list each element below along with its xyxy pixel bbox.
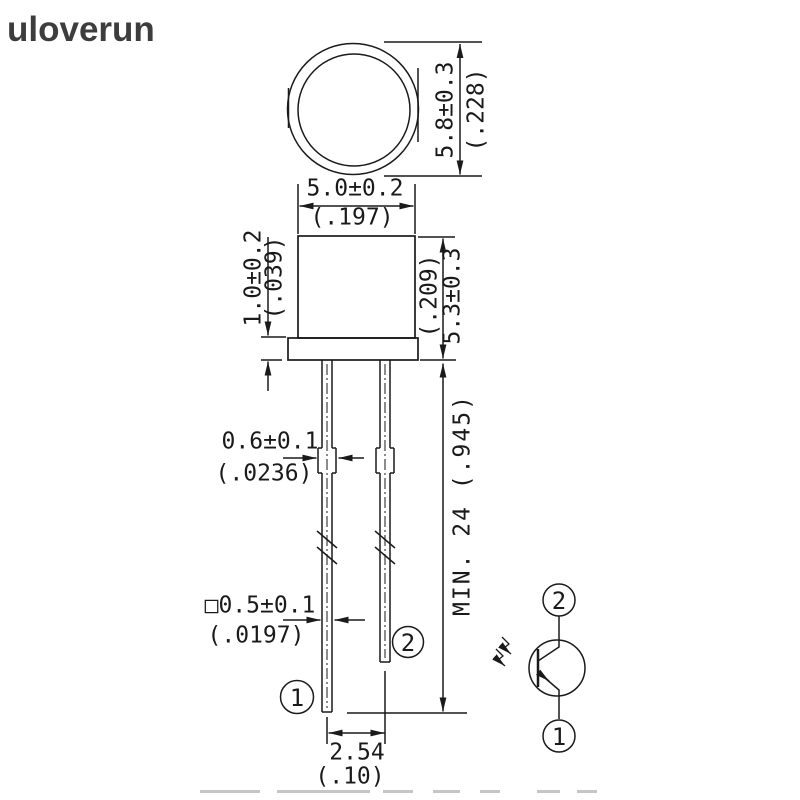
lead-left-outline [321,360,333,713]
lead-left-break-marks [316,530,338,565]
width-extension-lines [297,184,416,234]
pin2-balloon-circle [391,625,425,659]
top-view-outer-circle [286,42,420,176]
side-view-body [287,235,419,361]
height-extension-lines [418,236,456,361]
label-height-in: (.209) [416,254,443,338]
cropped-artifact [480,790,500,793]
cropped-artifact [577,790,597,793]
light-arrow-icon [492,648,506,667]
top-view-inner-circle [297,53,411,167]
cropped-artifact [200,790,260,793]
label-pitch-mm: 2.54 [329,739,385,766]
schematic-pin1-circle [542,719,576,753]
pitch-extension-lines [326,671,386,744]
top-view-side-flats [287,68,419,142]
flange-rect [287,337,419,361]
lead-length-dimension [347,363,467,714]
flange-extension-lines [261,336,286,361]
label-width-mm: 5.0±0.2 [306,175,404,202]
lead-left [316,360,338,713]
label-pitch-in: (.10) [315,763,385,790]
diameter-dimension [384,41,482,177]
pin1-number: 1 [289,684,305,712]
top-view-outline [286,42,420,176]
lead-right-outline [379,360,391,663]
lead-right [374,360,396,663]
emitter-arrow [535,669,550,682]
label-lead-width-lower-in: (.0197) [207,622,305,649]
label-lead-min-length: MIN. 24 (.945) [449,394,476,616]
light-arrows [492,636,512,667]
pitch-dimension [326,671,386,744]
height-dimension [418,236,456,361]
lead-right-bulge [375,447,395,474]
label-flange-in: (.039) [261,236,288,320]
diameter-extension-lines [384,41,482,177]
label-diameter-in: (.228) [463,68,490,152]
width-dimension [297,184,416,234]
light-arrow-icon [498,636,512,655]
pin2-number: 2 [400,629,416,657]
label-lead-width-lower-mm: □0.5±0.1 [204,592,316,619]
lead-left-bulge [317,447,337,474]
transistor-circle [528,639,586,697]
label-lead-width-upper-in: (.0236) [215,460,313,487]
label-height-mm: 5.3±0.3 [439,247,466,345]
schematic-pin-bottom-number: 1 [551,723,567,751]
epoxy-body-rect [297,235,416,339]
lead-right-break-marks [374,530,396,565]
cropped-artifact [537,790,560,793]
schematic-symbol [492,583,586,753]
schematic-pin-top-number: 2 [551,587,567,615]
cropped-artifact [433,790,460,793]
label-width-in: (.197) [310,204,394,231]
label-lead-width-upper-mm: 0.6±0.1 [221,428,319,455]
collector-segment [537,641,560,662]
store-logo: uloverun [7,10,155,49]
pin1-balloon-circle [279,679,315,715]
flange-dimension [261,237,286,391]
cropped-artifact [277,790,370,793]
label-diameter-mm: 5.8±0.3 [432,61,459,159]
cropped-artifact [383,790,413,793]
